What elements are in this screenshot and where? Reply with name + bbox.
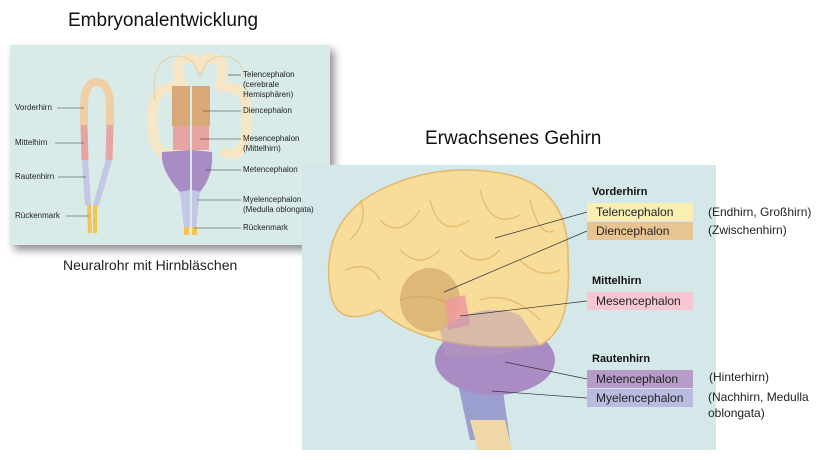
note-diencephalon: (Zwischenhirn) (708, 223, 787, 237)
note-metencephalon: (Hinterhirn) (709, 370, 770, 384)
label-rueckenmark: Rückenmark (15, 211, 60, 220)
header-vorderhirn: Vorderhirn (592, 186, 648, 198)
adult-leader-lines (443, 211, 588, 399)
label-line: Hemisphären) (243, 90, 294, 99)
label-rautenhirn: Rautenhirn (15, 172, 55, 181)
box-mesencephalon: Mesencephalon (587, 292, 693, 310)
label-myelencephalon: Myelencephalon (Medulla oblongata) (243, 195, 314, 215)
label-metencephalon: Metencephalon (243, 165, 298, 174)
label-rueckenmark-right: Rückenmark (243, 223, 288, 232)
box-diencephalon: Diencephalon (587, 222, 693, 240)
header-mittelhirn: Mittelhirn (592, 275, 642, 287)
note-line: (Nachhirn, Medulla (708, 390, 809, 404)
label-line: (Mittelhirn) (243, 144, 281, 153)
box-metencephalon: Metencephalon (587, 370, 693, 388)
embryo-caption: Neuralrohr mit Hirnbläschen (63, 257, 238, 273)
embryo-leader-lines (55, 74, 241, 229)
label-line: Telencephalon (243, 70, 295, 79)
embryo-title: Embryonalentwicklung (68, 10, 259, 31)
box-telencephalon: Telencephalon (587, 203, 693, 221)
label-vorderhirn: Vorderhirn (15, 103, 52, 112)
note-telencephalon: (Endhirn, Großhirn) (708, 205, 812, 219)
label-line: (cerebrale (243, 80, 280, 89)
label-mittelhirn: Mittelhirn (15, 138, 48, 147)
adult-brain (327, 169, 570, 450)
label-line: Myelencephalon (243, 195, 302, 204)
note-line: oblongata) (708, 406, 765, 420)
label-telencephalon: Telencephalon (cerebrale Hemisphären) (243, 70, 295, 100)
label-line: Mesencephalon (243, 134, 300, 143)
label-diencephalon: Diencephalon (243, 106, 292, 115)
label-mesencephalon: Mesencephalon (Mittelhirn) (243, 134, 299, 154)
note-myelencephalon: (Nachhirn, Medulla oblongata) (708, 389, 809, 421)
neural-tube (80, 77, 114, 234)
box-myelencephalon: Myelencephalon (587, 389, 693, 407)
developing-brain (146, 52, 253, 235)
embryo-panel (10, 45, 330, 245)
header-rautenhirn: Rautenhirn (592, 353, 651, 365)
adult-title: Erwachsenes Gehirn (425, 128, 602, 149)
label-line: (Medulla oblongata) (243, 205, 314, 214)
